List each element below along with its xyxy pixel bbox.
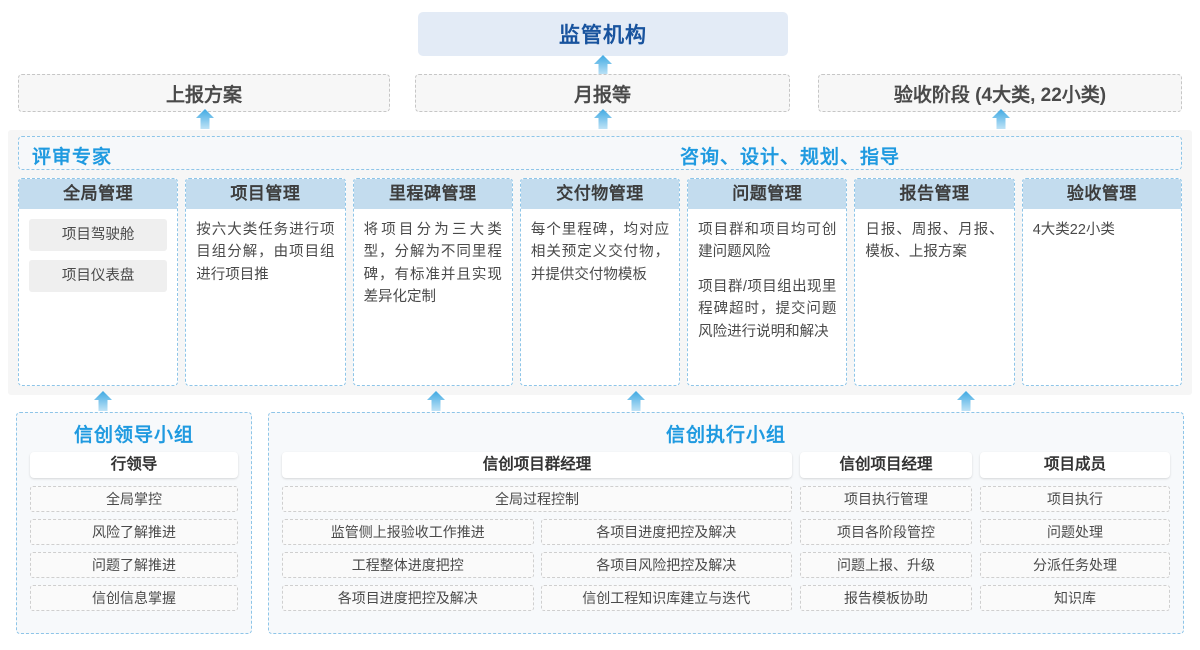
column-paragraph: 每个里程碑，均对应相关预定义交付物，并提供交付物模板 [530, 222, 670, 283]
column-title: 里程碑管理 [353, 179, 512, 209]
capability-pill[interactable]: 项目驾驶舱 [29, 219, 168, 251]
role-header-bank-leader[interactable]: 行领导 [30, 452, 238, 478]
column-title: 报告管理 [855, 179, 1014, 209]
arrow-up-icon-leader-to-band [92, 390, 114, 412]
duty-cell[interactable]: 分派任务处理 [980, 552, 1170, 578]
duty-cell[interactable]: 报告模板协助 [800, 585, 972, 611]
regulator-box: 监管机构 [418, 12, 788, 56]
duty-cell[interactable]: 全局过程控制 [282, 486, 792, 512]
column-body: 每个里程碑，均对应相关预定义交付物，并提供交付物模板 [521, 209, 679, 385]
duty-cell[interactable]: 风险了解推进 [30, 519, 238, 545]
capability-column-milestone[interactable]: 里程碑管理 将项目分为三大类型，分解为不同里程碑，有标准并且实现差异化定制 [352, 178, 513, 386]
leader-column: 行领导 全局掌控 风险了解推进 问题了解推进 信创信息掌握 [30, 452, 238, 611]
duty-cell[interactable]: 各项目风险把控及解决 [540, 552, 792, 578]
column-body: 项目驾驶舱 项目仪表盘 [19, 209, 177, 385]
role-header-project-member[interactable]: 项目成员 [980, 452, 1170, 478]
column-title: 验收管理 [1022, 179, 1181, 209]
column-paragraph: 项目群和项目均可创建问题风险 [698, 222, 837, 261]
capability-column-deliverable[interactable]: 交付物管理 每个里程碑，均对应相关预定义交付物，并提供交付物模板 [519, 178, 681, 386]
column-title: 交付物管理 [520, 179, 680, 209]
leader-group-title: 信创领导小组 [73, 425, 194, 446]
column-paragraph: 按六大类任务进行项目组分解，由项目组进行项目推 [196, 222, 335, 283]
duty-cell[interactable]: 全局掌控 [30, 486, 238, 512]
column-paragraph: 日报、周报、月报、模板、上报方案 [865, 222, 1004, 261]
capability-column-issue[interactable]: 问题管理 项目群和项目均可创建问题风险 项目群/项目组出现里程碑超时，提交问题风… [687, 178, 848, 386]
capability-columns: 全局管理 项目驾驶舱 项目仪表盘 项目管理 按六大类任务进行项目组分解，由项目组… [18, 178, 1182, 386]
column-paragraph: 项目群/项目组出现里程碑超时，提交问题风险进行说明和解决 [698, 278, 837, 340]
duty-cell[interactable]: 信创工程知识库建立与迭代 [540, 585, 792, 611]
program-manager-duty-col-right: 各项目进度把控及解决 各项目风险把控及解决 信创工程知识库建立与迭代 [540, 519, 792, 611]
column-body: 项目群和项目均可创建问题风险 项目群/项目组出现里程碑超时，提交问题风险进行说明… [688, 209, 846, 385]
duty-cell[interactable]: 项目执行 [980, 486, 1170, 512]
duty-cell[interactable]: 问题了解推进 [30, 552, 238, 578]
duty-cell[interactable]: 问题处理 [980, 519, 1170, 545]
middle-banner [18, 136, 1182, 170]
duty-cell[interactable]: 知识库 [980, 585, 1170, 611]
tier1-label: 验收阶段 (4大类, 22小类) [893, 84, 1107, 106]
capability-column-report[interactable]: 报告管理 日报、周报、月报、模板、上报方案 [854, 178, 1015, 386]
project-member-column: 项目成员 项目执行 问题处理 分派任务处理 知识库 [980, 452, 1170, 611]
duty-cell[interactable]: 各项目进度把控及解决 [540, 519, 792, 545]
capability-pill[interactable]: 项目仪表盘 [29, 260, 168, 292]
column-paragraph: 4大类22小类 [1032, 222, 1115, 238]
tier1-box-monthly-report: 月报等 [415, 74, 790, 112]
arrow-up-icon-to-report-plan [194, 108, 216, 130]
column-body: 4大类22小类 [1023, 209, 1181, 385]
duty-cell[interactable]: 信创信息掌握 [30, 585, 238, 611]
tier1-box-acceptance-stage: 验收阶段 (4大类, 22小类) [818, 74, 1182, 112]
column-body: 按六大类任务进行项目组分解，由项目组进行项目推 [186, 209, 344, 385]
program-manager-duty-grid: 监管侧上报验收工作推进 工程整体进度把控 各项目进度把控及解决 各项目进度把控及… [282, 519, 792, 611]
role-header-project-manager[interactable]: 信创项目经理 [800, 452, 972, 478]
tier1-label: 上报方案 [165, 84, 242, 106]
regulator-label: 监管机构 [559, 24, 647, 47]
arrow-up-icon-to-acceptance-stage [990, 108, 1012, 130]
banner-label-consulting: 咨询、设计、规划、指导 [679, 147, 900, 168]
banner-label-review-experts: 评审专家 [32, 147, 113, 168]
arrow-up-icon-pgm-to-band [425, 390, 447, 412]
arrow-up-icon-pm-to-band [955, 390, 977, 412]
arrow-up-icon-exec-to-band [625, 390, 647, 412]
program-manager-column: 信创项目群经理 全局过程控制 监管侧上报验收工作推进 工程整体进度把控 各项目进… [282, 452, 792, 611]
program-manager-duty-col-left: 监管侧上报验收工作推进 工程整体进度把控 各项目进度把控及解决 [282, 519, 534, 611]
capability-column-acceptance[interactable]: 验收管理 4大类22小类 [1021, 178, 1182, 386]
role-header-program-manager[interactable]: 信创项目群经理 [282, 452, 792, 478]
duty-cell[interactable]: 监管侧上报验收工作推进 [282, 519, 534, 545]
duty-cell[interactable]: 各项目进度把控及解决 [282, 585, 534, 611]
capability-column-global[interactable]: 全局管理 项目驾驶舱 项目仪表盘 [18, 178, 179, 386]
duty-cell[interactable]: 项目各阶段管控 [800, 519, 972, 545]
column-title: 项目管理 [186, 179, 345, 209]
tier1-label: 月报等 [573, 84, 631, 106]
duty-cell[interactable]: 问题上报、升级 [800, 552, 972, 578]
column-paragraph: 将项目分为三大类型，分解为不同里程碑，有标准并且实现差异化定制 [363, 222, 502, 306]
exec-group-title: 信创执行小组 [665, 425, 786, 446]
column-title: 全局管理 [19, 179, 178, 209]
column-title: 问题管理 [688, 179, 847, 209]
duty-cell[interactable]: 项目执行管理 [800, 486, 972, 512]
column-body: 将项目分为三大类型，分解为不同里程碑，有标准并且实现差异化定制 [354, 209, 512, 385]
project-manager-column: 信创项目经理 项目执行管理 项目各阶段管控 问题上报、升级 报告模板协助 [800, 452, 972, 611]
tier1-box-report-plan: 上报方案 [18, 74, 390, 112]
capability-column-project[interactable]: 项目管理 按六大类任务进行项目组分解，由项目组进行项目推 [185, 178, 346, 386]
duty-cell[interactable]: 工程整体进度把控 [282, 552, 534, 578]
column-body: 日报、周报、月报、模板、上报方案 [855, 209, 1013, 385]
arrow-up-icon-to-monthly-report [592, 108, 614, 130]
arrow-up-icon-to-regulator [592, 54, 614, 76]
